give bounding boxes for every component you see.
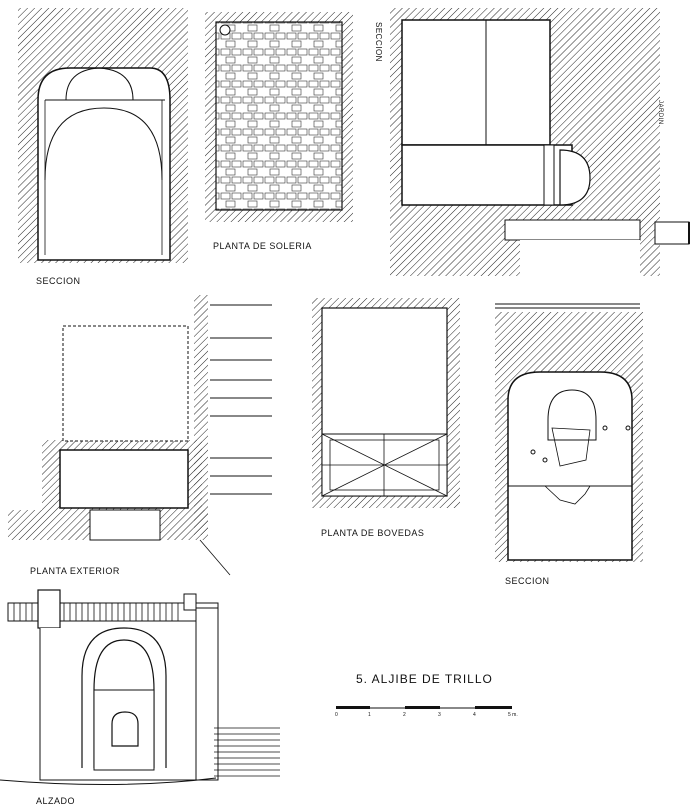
exterior-plan (8, 295, 272, 576)
vault-plan (312, 298, 460, 508)
section-view-bottom-right (495, 303, 643, 562)
label-garden: JARDIN (657, 100, 663, 125)
scale-tick-5: 5 m. (508, 712, 518, 718)
scale-bar (336, 706, 512, 709)
label-exterior-plan: PLANTA EXTERIOR (30, 566, 120, 576)
section-view-top-right (390, 8, 690, 276)
figure-title: 5. ALJIBE DE TRILLO (356, 672, 493, 686)
label-section-top-left: SECCION (36, 276, 81, 286)
label-vault-plan: PLANTA DE BOVEDAS (321, 528, 425, 538)
label-section-vertical: SECCION (374, 22, 383, 62)
scale-tick-0: 0 (335, 712, 338, 718)
scale-tick-4: 4 (473, 712, 476, 718)
floor-plan-tiling (205, 12, 353, 222)
scale-tick-1: 1 (368, 712, 371, 718)
label-floor-plan: PLANTA DE SOLERIA (213, 241, 312, 251)
elevation-view (0, 589, 280, 786)
label-section-bottom-right: SECCION (505, 576, 550, 586)
scale-tick-3: 3 (438, 712, 441, 718)
section-view-top-left (18, 8, 188, 263)
label-elevation: ALZADO (36, 796, 76, 806)
scale-tick-2: 2 (403, 712, 406, 718)
